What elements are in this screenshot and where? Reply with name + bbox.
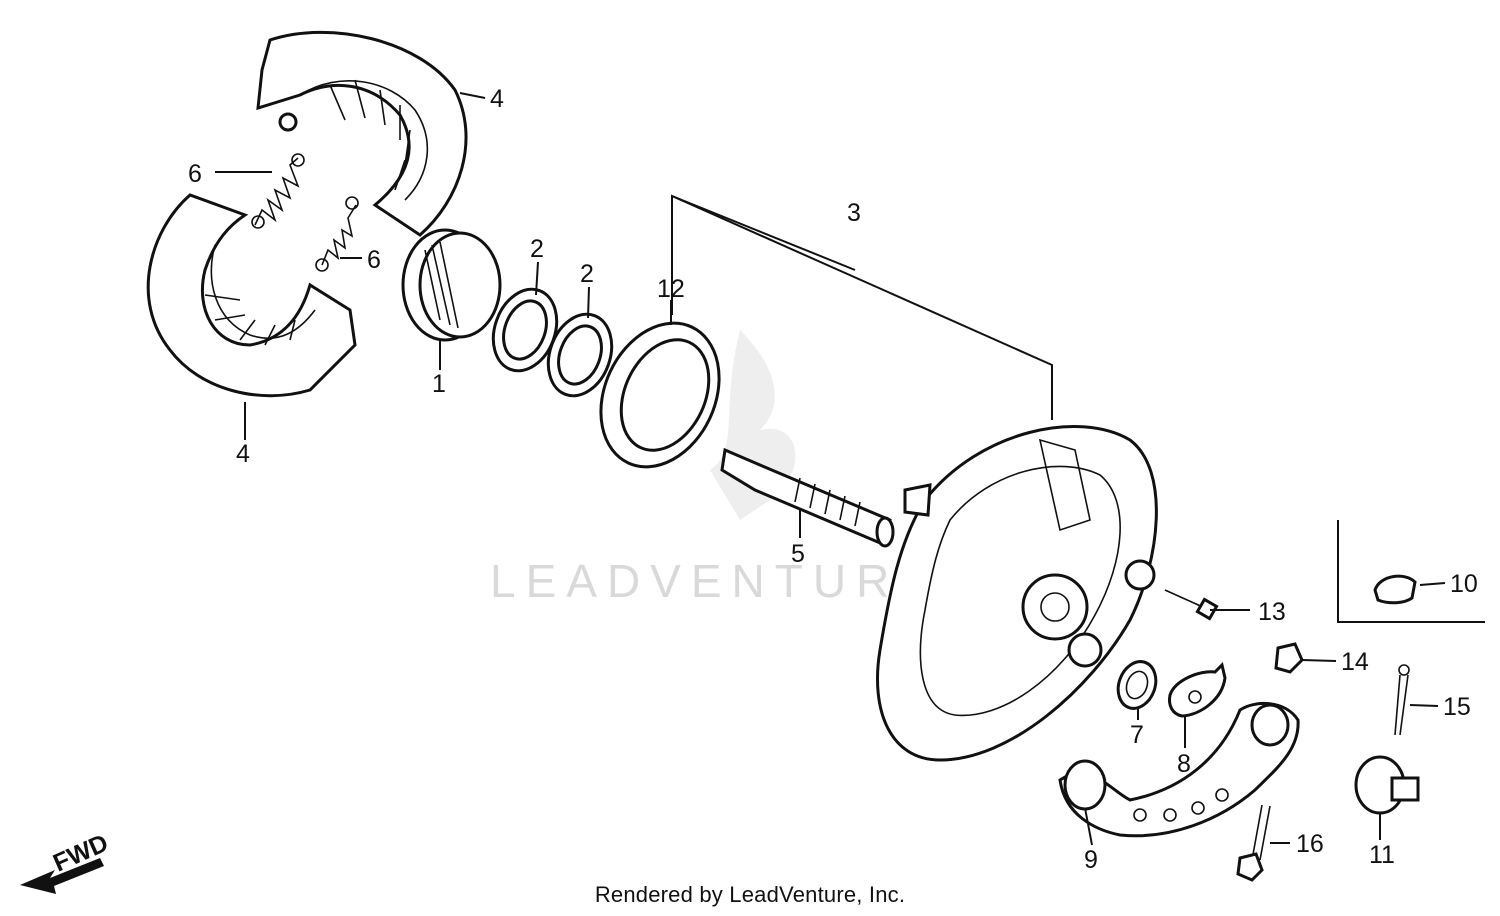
bolt-16: [1236, 804, 1271, 882]
return-spring-2: [315, 196, 359, 272]
callout-9: 9: [1084, 846, 1098, 874]
brake-shoe-upper: [256, 30, 468, 237]
callout-4-lower: 4: [236, 440, 250, 468]
callout-4-upper: 4: [490, 85, 504, 113]
washer-1: [491, 287, 559, 373]
callout-2-second: 2: [580, 260, 594, 288]
inset-box: [1337, 520, 1485, 623]
brake-panel: [876, 425, 1158, 762]
callout-6-upper: 6: [188, 160, 202, 188]
callout-7: 7: [1130, 721, 1144, 749]
fwd-arrow-icon: [20, 858, 104, 894]
callout-1: 1: [432, 370, 446, 398]
indicator-plate-8: [1168, 662, 1227, 718]
callout-8: 8: [1177, 750, 1191, 778]
callout-6-lower: 6: [367, 246, 381, 274]
callout-11: 11: [1369, 841, 1395, 869]
callout-5: 5: [791, 540, 805, 568]
washer-2: [546, 312, 614, 398]
callouts: 4 6 6 4 1 2 2 12 3 5 10 13 14 15 7 8 9 1…: [188, 85, 1478, 874]
callout-2-first: 2: [530, 235, 544, 263]
oil-seal: [599, 321, 721, 469]
seal-7: [1116, 660, 1158, 710]
brake-shaft: [720, 447, 895, 548]
brake-shoe-lower: [146, 193, 357, 398]
callout-10: 10: [1450, 570, 1478, 598]
callout-13: 13: [1258, 598, 1286, 626]
callout-14: 14: [1341, 648, 1369, 676]
watermark-text: LEADVENTURE: [490, 555, 940, 607]
nut-14: [1274, 642, 1304, 674]
callout-16: 16: [1296, 830, 1324, 858]
footer-credit: Rendered by LeadVenture, Inc.: [594, 882, 906, 907]
stop-switch-11: [1354, 755, 1420, 815]
brake-cam-gear: [401, 228, 502, 342]
brake-arm-9: [1058, 701, 1300, 838]
cotter-pin-15: [1394, 664, 1410, 736]
callout-3: 3: [847, 199, 861, 227]
bolt-13: [1164, 589, 1219, 621]
callout-12: 12: [657, 275, 685, 303]
leader-lines: [215, 92, 1446, 846]
return-spring-1: [251, 153, 305, 229]
callout-15: 15: [1443, 693, 1471, 721]
